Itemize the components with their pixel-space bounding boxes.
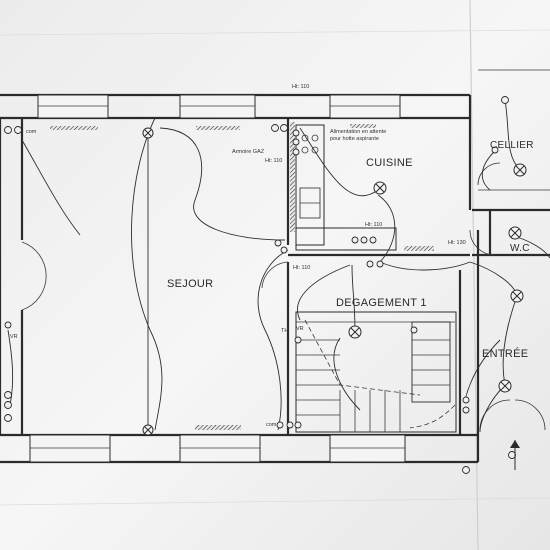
gas-cabinet-label: Armoire GAZ	[232, 149, 265, 155]
outlet-icon	[351, 236, 377, 244]
vr-label: VR	[10, 334, 18, 340]
room-label-cuisine: CUISINE	[366, 157, 413, 169]
outlet-icon	[294, 336, 302, 429]
hood-supply-label-2: pour hotte aspirante	[330, 136, 379, 142]
outlet-icon	[274, 239, 288, 254]
outlet-icon	[491, 96, 509, 154]
ceiling-light-icon	[508, 226, 522, 240]
paper-fold	[0, 29, 550, 36]
ceiling-light-icon	[498, 379, 512, 393]
outlet-icon	[271, 124, 288, 132]
outlet-icon	[4, 321, 12, 329]
entry-stair-arrow	[510, 440, 520, 470]
outer-walls	[0, 93, 480, 464]
room-label-wc: W.C	[510, 243, 530, 254]
light-points	[142, 127, 527, 436]
ceiling-light-icon	[513, 163, 527, 177]
wall-light-icon	[142, 127, 154, 139]
hood-supply-label-1: Alimentation en attente	[330, 129, 386, 135]
vr-label: VR	[296, 326, 304, 332]
hob	[301, 134, 319, 154]
outlet-icon	[366, 260, 384, 268]
com-label: com	[26, 129, 37, 135]
ceiling-light-icon	[373, 181, 387, 195]
height-annotation: Ht: 110	[365, 222, 382, 228]
th-label: TH	[281, 328, 288, 334]
staircase	[295, 311, 457, 433]
wiring	[7, 99, 550, 433]
doors	[0, 162, 546, 431]
outlet-icon	[462, 451, 516, 474]
outlet-icon	[292, 129, 300, 156]
room-label-entree: ENTRÉE	[482, 347, 528, 360]
wall-hatch	[50, 122, 434, 430]
room-label-cellier: CELLIER	[490, 140, 534, 151]
outlet-icon	[4, 391, 12, 422]
room-label-sejour: SEJOUR	[167, 278, 213, 290]
partitions	[286, 69, 550, 435]
outlet-icon	[276, 421, 294, 429]
height-annotation: Ht: 110	[265, 158, 282, 164]
wall-light-icon	[142, 424, 154, 436]
outlet-icon	[410, 326, 470, 414]
height-annotation: Ht: 110	[293, 265, 310, 271]
paper-fold	[469, 0, 479, 550]
ceiling-light-icon	[348, 325, 362, 339]
room-label-degagement: DEGAGEMENT 1	[336, 297, 427, 309]
outlets	[4, 96, 516, 474]
height-annotation: Ht: 110	[292, 84, 309, 90]
com-label: com	[266, 422, 277, 428]
height-annotation: Ht: 130	[448, 240, 466, 246]
ceiling-light-icon	[510, 289, 524, 303]
outlet-icon	[4, 126, 22, 134]
paper-fold	[0, 497, 550, 506]
